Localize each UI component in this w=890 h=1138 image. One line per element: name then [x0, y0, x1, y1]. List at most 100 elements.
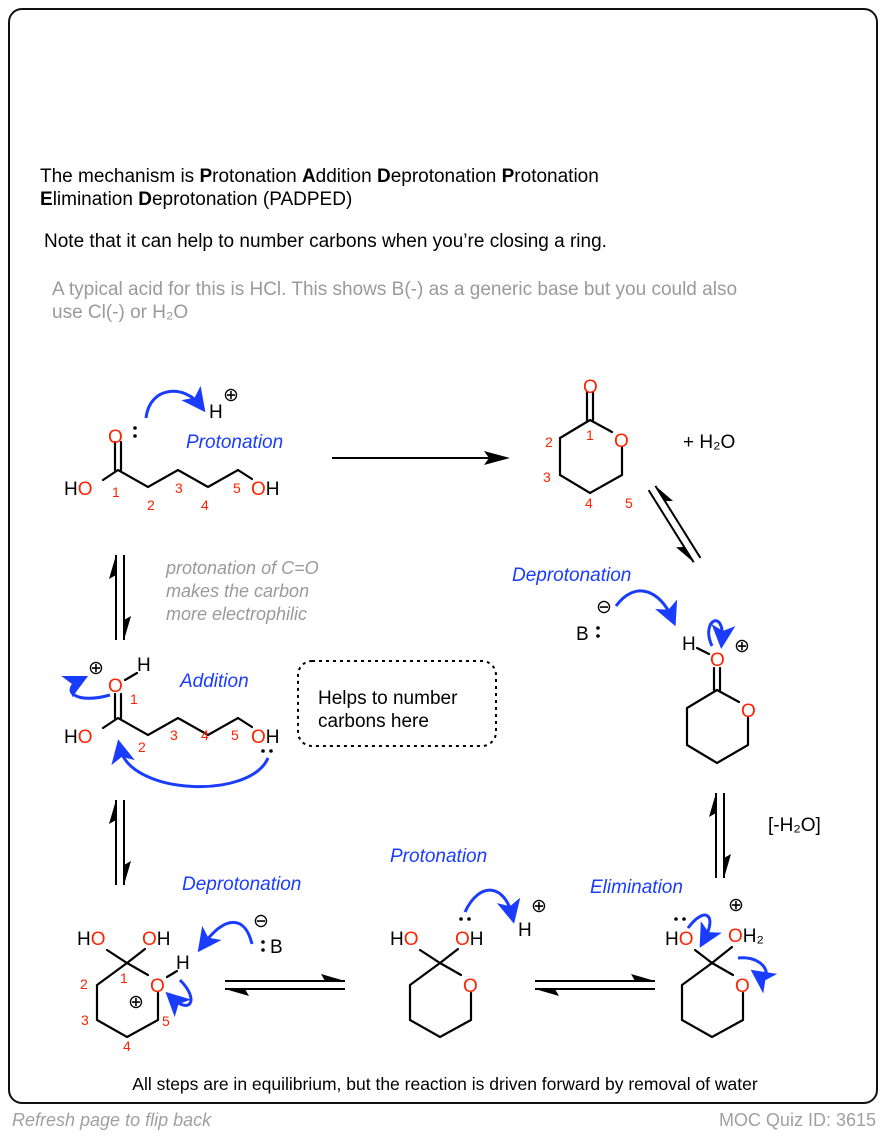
- protonated-acid: ⊕ O H HO OH 1 2 3 4 5 Addition: [61, 655, 280, 789]
- equilibrium-arrow: [224, 973, 346, 997]
- atom-label: OH: [455, 929, 484, 950]
- electrophilic-note: makes the carbon: [166, 581, 309, 601]
- positive-charge-icon: ⊕: [734, 636, 750, 657]
- atom-label: OH: [251, 727, 280, 748]
- quiz-card[interactable]: [8, 8, 878, 1104]
- carbon-number: 4: [201, 727, 209, 743]
- carbon-number: 3: [81, 1012, 89, 1028]
- word-rest: limination: [52, 189, 139, 210]
- base-label: B: [576, 624, 589, 645]
- atom-label: H: [518, 920, 532, 941]
- protonated-hydroxyl-intermediate: Elimination HO OH₂ ⊕ O: [590, 877, 778, 1039]
- carbon-number: 5: [162, 1013, 170, 1029]
- plus-water: + H₂O: [683, 432, 735, 453]
- negative-charge-icon: ⊖: [253, 911, 269, 932]
- atom-label: HO: [64, 727, 93, 748]
- step-label-deprotonation: Deprotonation: [182, 874, 301, 895]
- carbon-number: 4: [123, 1038, 131, 1054]
- carbon-number: 2: [80, 976, 88, 992]
- atom-label: O: [463, 976, 478, 997]
- positive-charge-icon: ⊕: [728, 895, 744, 916]
- carbon-number: 3: [170, 727, 178, 743]
- curly-arrow: [686, 913, 722, 948]
- atom-label: O: [150, 976, 165, 997]
- hemiacetal: Protonation HO OH O H ⊕: [390, 846, 547, 1039]
- lactone-product: O O 1 2 3 4 5 + H₂O: [543, 377, 735, 511]
- carbon-number: 1: [120, 970, 128, 986]
- atom-label: HO: [390, 929, 419, 950]
- atom-label: O: [108, 676, 123, 697]
- equilibrium-arrow: [647, 485, 702, 563]
- mechanism-prefix: The mechanism is: [40, 166, 200, 187]
- atom-label: HO: [665, 929, 694, 950]
- carbon-number: 5: [625, 495, 633, 511]
- curly-arrow: [463, 888, 521, 924]
- arrow-head-icon: [484, 451, 510, 465]
- lone-pair-dot: [133, 426, 137, 430]
- hydroxy-acid: HO O OH 1 2 3 4 5 H ⊕ Protonation: [64, 385, 283, 513]
- step-label-deprotonation: Deprotonation: [512, 565, 631, 586]
- step-label-elimination: Elimination: [590, 877, 683, 898]
- atom-label: OH₂: [728, 926, 764, 947]
- protonated-hemiacetal: Deprotonation HO OH O H ⊕ 1 2 3 4 5 ⊖ B: [77, 874, 301, 1054]
- quiz-id: MOC Quiz ID: 3615: [718, 1110, 876, 1130]
- positive-charge-icon: ⊕: [128, 992, 144, 1013]
- curly-arrow: [144, 385, 206, 419]
- curly-arrow: [111, 739, 270, 789]
- bold-letter: A: [301, 166, 316, 187]
- note-box-text: carbons here: [318, 711, 429, 732]
- equilibrium-arrow: [534, 973, 656, 997]
- word-rest: ddition: [315, 166, 377, 187]
- bold-letter: P: [199, 166, 213, 187]
- atom-label: O: [583, 377, 598, 398]
- step-label-protonation: Protonation: [390, 846, 487, 867]
- equilibrium-arrow: [108, 554, 132, 641]
- base-label: B: [270, 937, 283, 958]
- curly-arrow: [197, 920, 254, 953]
- electrophilic-note: more electrophilic: [166, 604, 307, 624]
- word-rest: eprotonation (PADPED): [151, 189, 353, 210]
- carbon-number: 4: [201, 497, 209, 513]
- carbon-number: 3: [543, 469, 551, 485]
- bold-letter: E: [40, 189, 53, 210]
- mechanism-line-2: Elimination Deprotonation (PADPED): [40, 189, 352, 211]
- curly-arrow: [737, 956, 778, 994]
- atom-label: HO: [77, 929, 106, 950]
- negative-charge-icon: ⊖: [596, 597, 612, 618]
- carbon-number: 2: [147, 497, 155, 513]
- step-label-protonation: Protonation: [186, 432, 283, 453]
- atom-label: O: [741, 701, 756, 722]
- atom-label: O: [735, 976, 750, 997]
- equilibrium-arrow: [108, 799, 132, 886]
- positive-charge-icon: ⊕: [88, 658, 104, 679]
- carbon-number: 1: [112, 484, 120, 500]
- acid-note-line-1: A typical acid for this is HCl. This sho…: [52, 279, 738, 300]
- bold-letter: D: [138, 189, 152, 210]
- word-rest: eprotonation: [390, 166, 502, 187]
- carbon-number: 5: [231, 727, 239, 743]
- atom-label: O: [108, 427, 123, 448]
- water-removal-label: [-H₂O]: [768, 815, 821, 836]
- numbering-note: Note that it can help to number carbons …: [44, 231, 607, 252]
- curly-arrow: [61, 675, 111, 700]
- note-box-text: Helps to number: [318, 688, 458, 709]
- atom-label: OH: [142, 929, 171, 950]
- step-label-addition: Addition: [179, 671, 249, 692]
- atom-label: O: [614, 431, 629, 452]
- positive-charge-icon: ⊕: [223, 385, 239, 406]
- mechanism-line-1: The mechanism is Protonation Addition De…: [40, 166, 599, 188]
- atom-label: H: [209, 402, 223, 423]
- refresh-link[interactable]: Refresh page to flip back: [12, 1110, 212, 1130]
- curly-arrow: [614, 589, 678, 627]
- electrophilic-note: protonation of C=O: [165, 558, 319, 578]
- summary-text: All steps are in equilibrium, but the re…: [132, 1074, 758, 1094]
- carbon-number: 1: [130, 691, 138, 707]
- atom-label: HO: [64, 479, 93, 500]
- carbon-number: 5: [233, 480, 241, 496]
- carbon-number: 3: [175, 480, 183, 496]
- atom-label: H: [137, 655, 151, 676]
- note-box: [297, 660, 497, 747]
- word-rest: rotonation: [514, 166, 599, 187]
- carbon-number: 2: [545, 434, 553, 450]
